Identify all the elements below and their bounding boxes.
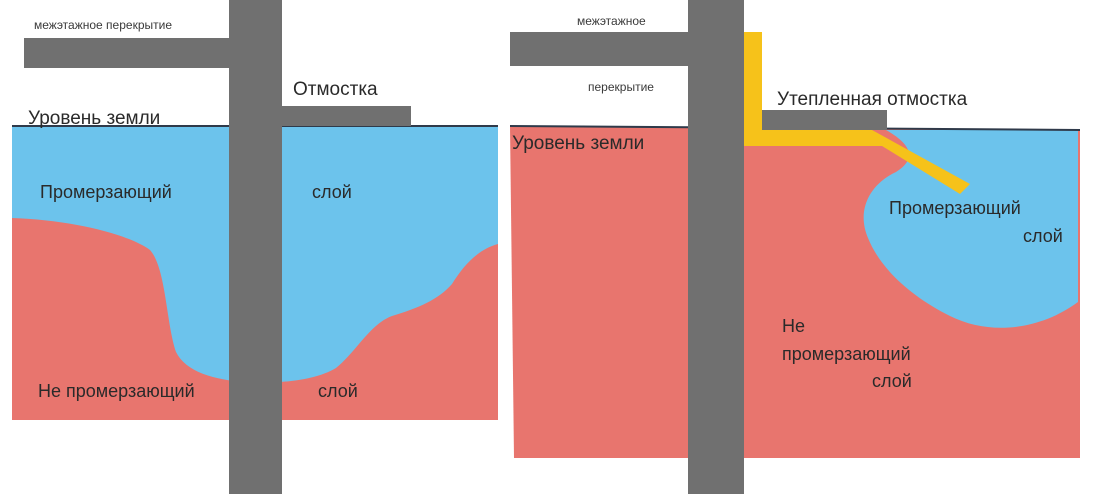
right-nonfreezing-label-3: слой: [872, 371, 912, 391]
left-blind-area-label: Отмостка: [293, 79, 378, 100]
right-interfloor-slab: [510, 32, 695, 66]
left-panel: межэтажное перекрытие Отмостка Уровень з…: [12, 0, 498, 494]
left-nonfreezing-label: Не промерзающий: [38, 381, 195, 401]
left-nonfreezing-label-right: слой: [318, 381, 358, 401]
right-insulation: [742, 32, 970, 194]
left-ground-label: Уровень земли: [28, 108, 160, 129]
right-slab-label-2: перекрытие: [588, 80, 654, 94]
left-freezing-label-right: слой: [312, 182, 352, 202]
right-nonfreezing-label-1: Не: [782, 316, 805, 336]
left-slab-label: межэтажное перекрытие: [34, 18, 172, 32]
right-wall: [688, 0, 744, 494]
right-freezing-zone: [863, 130, 1078, 328]
right-panel: межэтажное перекрытие Утепленная отмостк…: [509, 0, 1081, 494]
right-freezing-label-1: Промерзающий: [889, 198, 1021, 218]
left-interfloor-slab: [24, 38, 236, 68]
right-nonfreezing-label-2: промерзающий: [782, 344, 911, 364]
right-freezing-label-2: слой: [1023, 226, 1063, 246]
left-blind-area: [278, 106, 411, 126]
left-freezing-label: Промерзающий: [40, 182, 172, 202]
right-slab-label-1: межэтажное: [577, 14, 646, 28]
right-ground-label: Уровень земли: [512, 133, 644, 154]
right-blind-area: [745, 110, 887, 130]
right-blind-area-label: Утепленная отмостка: [777, 89, 968, 110]
left-wall: [229, 0, 282, 494]
